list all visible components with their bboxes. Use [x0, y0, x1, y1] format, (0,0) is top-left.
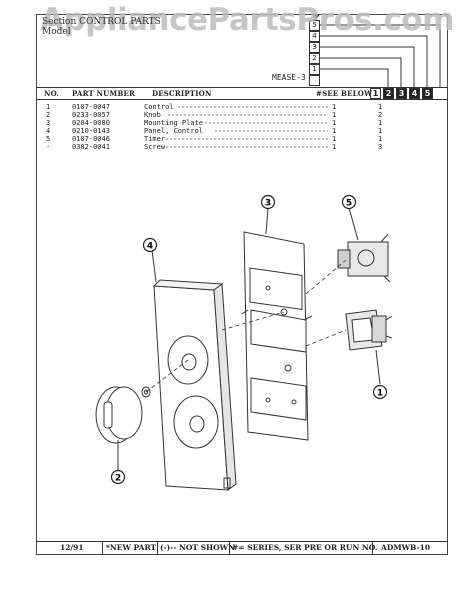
row-part-number: 0107-0046 [72, 135, 110, 143]
series-tag: MEASE-3 [272, 73, 306, 82]
callout-2: 2 [110, 469, 126, 485]
callout-3: 3 [260, 194, 276, 210]
row-quantity: 1 [332, 111, 337, 119]
timer-part [337, 233, 391, 283]
header-no: NO. [44, 89, 60, 98]
row-series-1: 1 [378, 127, 383, 135]
row-no: 2 [46, 111, 51, 119]
model-label: Model [42, 27, 71, 37]
row-series-1: 1 [378, 103, 383, 111]
svg-text:3: 3 [265, 199, 271, 209]
row-quantity: 1 [332, 127, 337, 135]
row-description: Control [144, 103, 174, 111]
row-description: Screw [144, 143, 166, 151]
row-part-number: 0233-0057 [72, 111, 110, 119]
row-series-1: 2 [378, 111, 383, 119]
callout-5: 5 [341, 194, 357, 210]
row-series-1: 1 [378, 135, 383, 143]
table-row: - 0302-0041 Screw 1 3 [36, 143, 448, 151]
row-description: Panel, Control [144, 127, 204, 135]
table-row: 4 0210-0143 Panel, Control 1 1 [36, 127, 448, 135]
row-series-1: 1 [378, 119, 383, 127]
section-label: Section CONTROL PARTS [42, 17, 161, 27]
series-box-2: 2 [309, 53, 320, 64]
footer-not-shown: (-)-- NOT SHOWN [160, 543, 235, 552]
footer-new-part: *NEW PART [106, 543, 157, 552]
row-quantity: 1 [332, 135, 337, 143]
row-quantity: 1 [332, 143, 337, 151]
svg-text:2: 2 [115, 474, 121, 484]
page-frame [36, 14, 448, 555]
table-row: 3 0204-0080 Mounting Plate 1 1 [36, 119, 448, 127]
table-row: 5 0107-0046 Timer 1 1 [36, 135, 448, 143]
footer-code: ADMWB-10 [381, 543, 431, 552]
mounting-plate-part [241, 231, 313, 441]
series-col-5: 5 [422, 88, 433, 99]
header-rule-bottom [36, 99, 448, 100]
row-quantity: 1 [332, 119, 337, 127]
table-row: 1 0107-0047 Control 1 1 [36, 103, 448, 111]
row-quantity: 1 [332, 103, 337, 111]
row-description: Mounting Plate [144, 119, 204, 127]
knob-part [95, 386, 151, 444]
row-series-1: 3 [378, 143, 383, 151]
series-box-1: 1 [309, 64, 320, 75]
series-col-1: 1 [370, 88, 381, 99]
row-no: 1 [46, 103, 51, 111]
svg-text:1: 1 [377, 389, 383, 399]
row-no: - [46, 143, 51, 151]
row-no: 4 [46, 127, 51, 135]
series-ladder-lines [312, 14, 441, 88]
control-panel-part [152, 279, 237, 491]
series-box-3: 3 [309, 42, 320, 53]
svg-text:5: 5 [346, 199, 352, 209]
row-part-number: 0302-0041 [72, 143, 110, 151]
row-no: 5 [46, 135, 51, 143]
series-col-2: 2 [383, 88, 394, 99]
row-no: 3 [46, 119, 51, 127]
header-description: DESCRIPTION [152, 89, 212, 98]
control-part [345, 309, 393, 351]
header-see-below: #SEE BELOW [316, 89, 373, 98]
series-col-4: 4 [409, 88, 420, 99]
row-description: Timer [144, 135, 166, 143]
footer-bar: 12/91 *NEW PART (-)-- NOT SHOWN #= SERIE… [36, 541, 448, 555]
callout-4: 4 [142, 237, 158, 253]
exploded-diagram: 4 3 5 1 2 [95, 194, 393, 491]
header-part-number: PART NUMBER [72, 89, 136, 98]
callout-1: 1 [372, 384, 388, 400]
table-row: 2 0233-0057 Knob 1 2 [36, 111, 448, 119]
row-part-number: 0210-0143 [72, 127, 110, 135]
footer-date: 12/91 [60, 543, 84, 552]
series-box-5: 5 [309, 20, 320, 31]
series-box-blank [309, 75, 320, 86]
row-part-number: 0204-0080 [72, 119, 110, 127]
series-col-3: 3 [396, 88, 407, 99]
dot-leaders [166, 106, 328, 148]
row-description: Knob [144, 111, 161, 119]
header-rule [36, 87, 448, 88]
svg-text:4: 4 [147, 242, 153, 252]
watermark: AppliancePartsPros.com [40, 2, 454, 38]
series-box-4: 4 [309, 31, 320, 42]
footer-series-note: #= SERIES, SER PRE OR RUN NO. [232, 543, 378, 552]
row-part-number: 0107-0047 [72, 103, 110, 111]
